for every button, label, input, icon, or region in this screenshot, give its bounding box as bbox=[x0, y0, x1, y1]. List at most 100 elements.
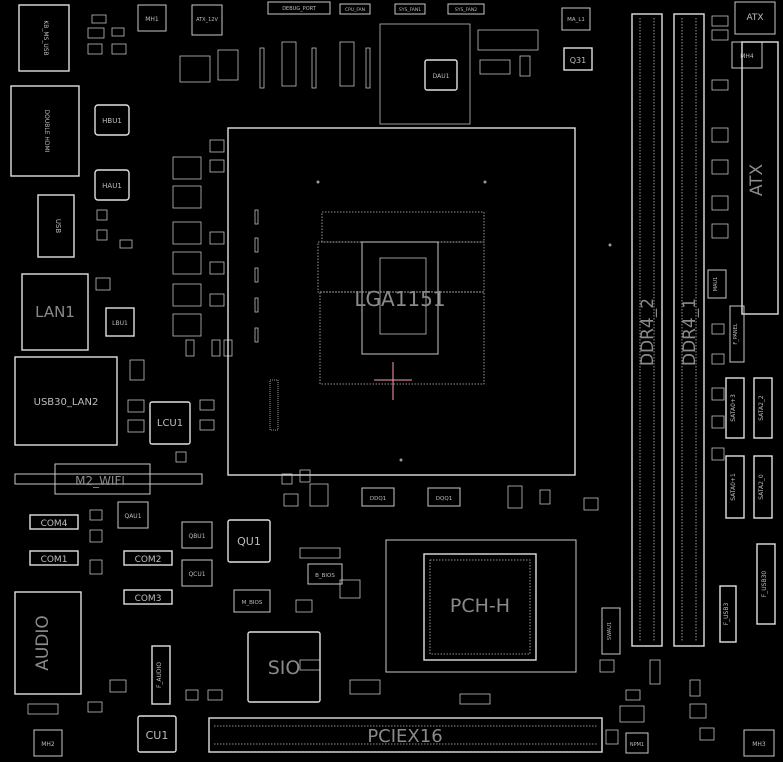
f-audio-header[interactable]: F_AUDIO bbox=[151, 645, 171, 705]
mounting-hole-mh1: MH1 bbox=[137, 4, 167, 32]
bottom-small-components bbox=[27, 509, 715, 745]
ma-l1-component[interactable]: MA_L1 bbox=[561, 7, 591, 31]
f-usb30-header[interactable]: F_USB30 bbox=[756, 543, 776, 625]
com3-label: COM3 bbox=[135, 594, 162, 604]
usb30-lan2-connector[interactable]: USB30_LAN2 bbox=[14, 356, 118, 446]
mau1-label: MAU1 bbox=[713, 277, 719, 292]
double-hdmi-label: DOUBLE HDMI bbox=[43, 110, 50, 153]
sys-fan1-connector[interactable]: SYS_FAN1 bbox=[394, 3, 426, 15]
sys-fan2-connector[interactable]: SYS_FAN2 bbox=[447, 3, 485, 15]
kb-ms-usb-connector[interactable]: KB_MS_USB bbox=[18, 4, 70, 72]
sys-fan1-label: SYS_FAN1 bbox=[399, 7, 421, 13]
debug-port-connector[interactable]: DEBUG_PORT bbox=[267, 1, 331, 15]
qcu1-component[interactable]: QCU1 bbox=[181, 559, 213, 587]
left-mid-components bbox=[95, 209, 215, 463]
qbu1-label: QBU1 bbox=[188, 533, 205, 540]
qau1-component[interactable]: QAU1 bbox=[117, 501, 149, 529]
qu1-label: QU1 bbox=[237, 535, 261, 548]
com3-header[interactable]: COM3 bbox=[123, 589, 173, 605]
sata2-2-connector[interactable]: SATA2_2 bbox=[753, 377, 773, 439]
double-hdmi-connector[interactable]: DOUBLE HDMI bbox=[10, 85, 80, 177]
pciex16-label: PCIEX16 bbox=[367, 726, 442, 747]
qu1-chip[interactable]: QU1 bbox=[227, 519, 271, 563]
f-usb3-header[interactable]: F_USB3 bbox=[719, 585, 737, 643]
f-usb30-label: F_USB30 bbox=[761, 571, 768, 598]
sata0-1-label: SATA0+1 bbox=[730, 473, 737, 501]
usb30-lan2-label: USB30_LAN2 bbox=[34, 397, 99, 408]
npm1-component[interactable]: NPM1 bbox=[625, 732, 649, 754]
m-bios-chip[interactable]: M_BIOS bbox=[233, 589, 271, 613]
hbu1-chip[interactable]: HBU1 bbox=[94, 104, 130, 136]
cpu-pin-field bbox=[317, 211, 485, 385]
sata2-0-connector[interactable]: SATA2_0 bbox=[753, 455, 773, 519]
ma-l1-label: MA_L1 bbox=[567, 17, 585, 23]
dqq1-component[interactable]: DQQ1 bbox=[427, 487, 461, 507]
cpu-socket-lga1151[interactable]: LGA1151 bbox=[227, 127, 612, 476]
q31-component[interactable]: Q31 bbox=[563, 47, 593, 71]
mounting-hole-mh4: MH4 bbox=[731, 41, 763, 69]
lan1-label: LAN1 bbox=[35, 303, 75, 321]
com2-header[interactable]: COM2 bbox=[123, 550, 173, 566]
m-bios-label: M_BIOS bbox=[242, 600, 263, 606]
sys-fan2-label: SYS_FAN2 bbox=[455, 7, 477, 13]
cu1-label: CU1 bbox=[146, 729, 169, 742]
lan1-connector[interactable]: LAN1 bbox=[21, 273, 89, 351]
sata0-1-connector[interactable]: SATA0+1 bbox=[725, 455, 745, 519]
mounting-hole-mh3: MH3 bbox=[743, 729, 775, 757]
debug-port-label: DEBUG_PORT bbox=[282, 6, 317, 12]
audio-jack[interactable]: AUDIO bbox=[14, 591, 82, 695]
m2-wifi-label: M2_WIFI bbox=[75, 474, 125, 488]
mid-small-components bbox=[281, 469, 707, 723]
dau1-label: DAU1 bbox=[433, 73, 450, 80]
atx-top-corner: ATX bbox=[734, 1, 776, 35]
com1-label: COM1 bbox=[41, 555, 68, 565]
ddq1-label: DDQ1 bbox=[370, 496, 386, 502]
swau1-label: SWAU1 bbox=[607, 622, 613, 640]
pch-label: PCH-H bbox=[450, 595, 510, 617]
dqq1-label: DQQ1 bbox=[436, 496, 452, 502]
cpu-fan-connector[interactable]: CPU_FAN bbox=[339, 3, 371, 15]
qau1-label: QAU1 bbox=[124, 513, 141, 520]
pch-chipset[interactable]: PCH-H bbox=[385, 539, 577, 673]
qbu1-component[interactable]: QBU1 bbox=[181, 521, 213, 549]
sata0-3-connector[interactable]: SATA0+3 bbox=[725, 377, 745, 439]
lcu1-label: LCU1 bbox=[157, 418, 183, 429]
atx-12v-connector[interactable]: ATX_12V bbox=[191, 4, 223, 36]
m2-wifi-slot[interactable]: M2_WIFI bbox=[14, 463, 203, 495]
f-panel-header[interactable]: F_PANEL bbox=[729, 305, 745, 363]
hau1-chip[interactable]: HAU1 bbox=[94, 169, 130, 201]
f-audio-label: F_AUDIO bbox=[156, 662, 163, 688]
atx-power-connector[interactable]: ATX bbox=[741, 41, 779, 315]
lbu1-label: LBU1 bbox=[112, 320, 128, 327]
mh3-label: MH3 bbox=[752, 741, 766, 748]
com1-header[interactable]: COM1 bbox=[29, 550, 79, 566]
ddq1-component[interactable]: DDQ1 bbox=[361, 487, 395, 507]
hbu1-label: HBU1 bbox=[102, 117, 122, 125]
b-bios-chip[interactable]: B_BIOS bbox=[307, 563, 343, 585]
qcu1-label: QCU1 bbox=[188, 571, 205, 578]
sio-chip[interactable]: SIO bbox=[247, 631, 321, 703]
ddr4-2-label: DDR4_2 bbox=[638, 298, 658, 366]
atx-12v-label: ATX_12V bbox=[196, 17, 218, 23]
pciex16-slot[interactable]: PCIEX16 bbox=[208, 717, 603, 753]
usb-connector[interactable]: USB bbox=[37, 194, 75, 258]
vrm-mosfets bbox=[172, 139, 233, 357]
lcu1-chip[interactable]: LCU1 bbox=[149, 401, 191, 445]
f-usb3-label: F_USB3 bbox=[723, 603, 730, 626]
com4-header[interactable]: COM4 bbox=[29, 514, 79, 530]
audio-label: AUDIO bbox=[33, 615, 53, 671]
sata2-0-label: SATA2_0 bbox=[758, 474, 765, 500]
swau1-component[interactable]: SWAU1 bbox=[601, 607, 621, 655]
dau1-component[interactable]: DAU1 bbox=[424, 59, 458, 91]
ddr4-slot-1[interactable]: DDR4_1 bbox=[673, 13, 705, 647]
com4-label: COM4 bbox=[41, 519, 68, 529]
cpu-fan-label: CPU_FAN bbox=[345, 7, 365, 13]
ddr4-slot-2[interactable]: DDR4_2 bbox=[631, 13, 663, 647]
lbu1-chip[interactable]: LBU1 bbox=[105, 307, 135, 337]
kb-ms-usb-label: KB_MS_USB bbox=[42, 20, 49, 55]
ddr4-1-label: DDR4_1 bbox=[680, 298, 700, 366]
b-bios-label: B_BIOS bbox=[315, 573, 335, 579]
cu1-chip[interactable]: CU1 bbox=[137, 715, 177, 753]
mau1-component[interactable]: MAU1 bbox=[707, 269, 727, 299]
